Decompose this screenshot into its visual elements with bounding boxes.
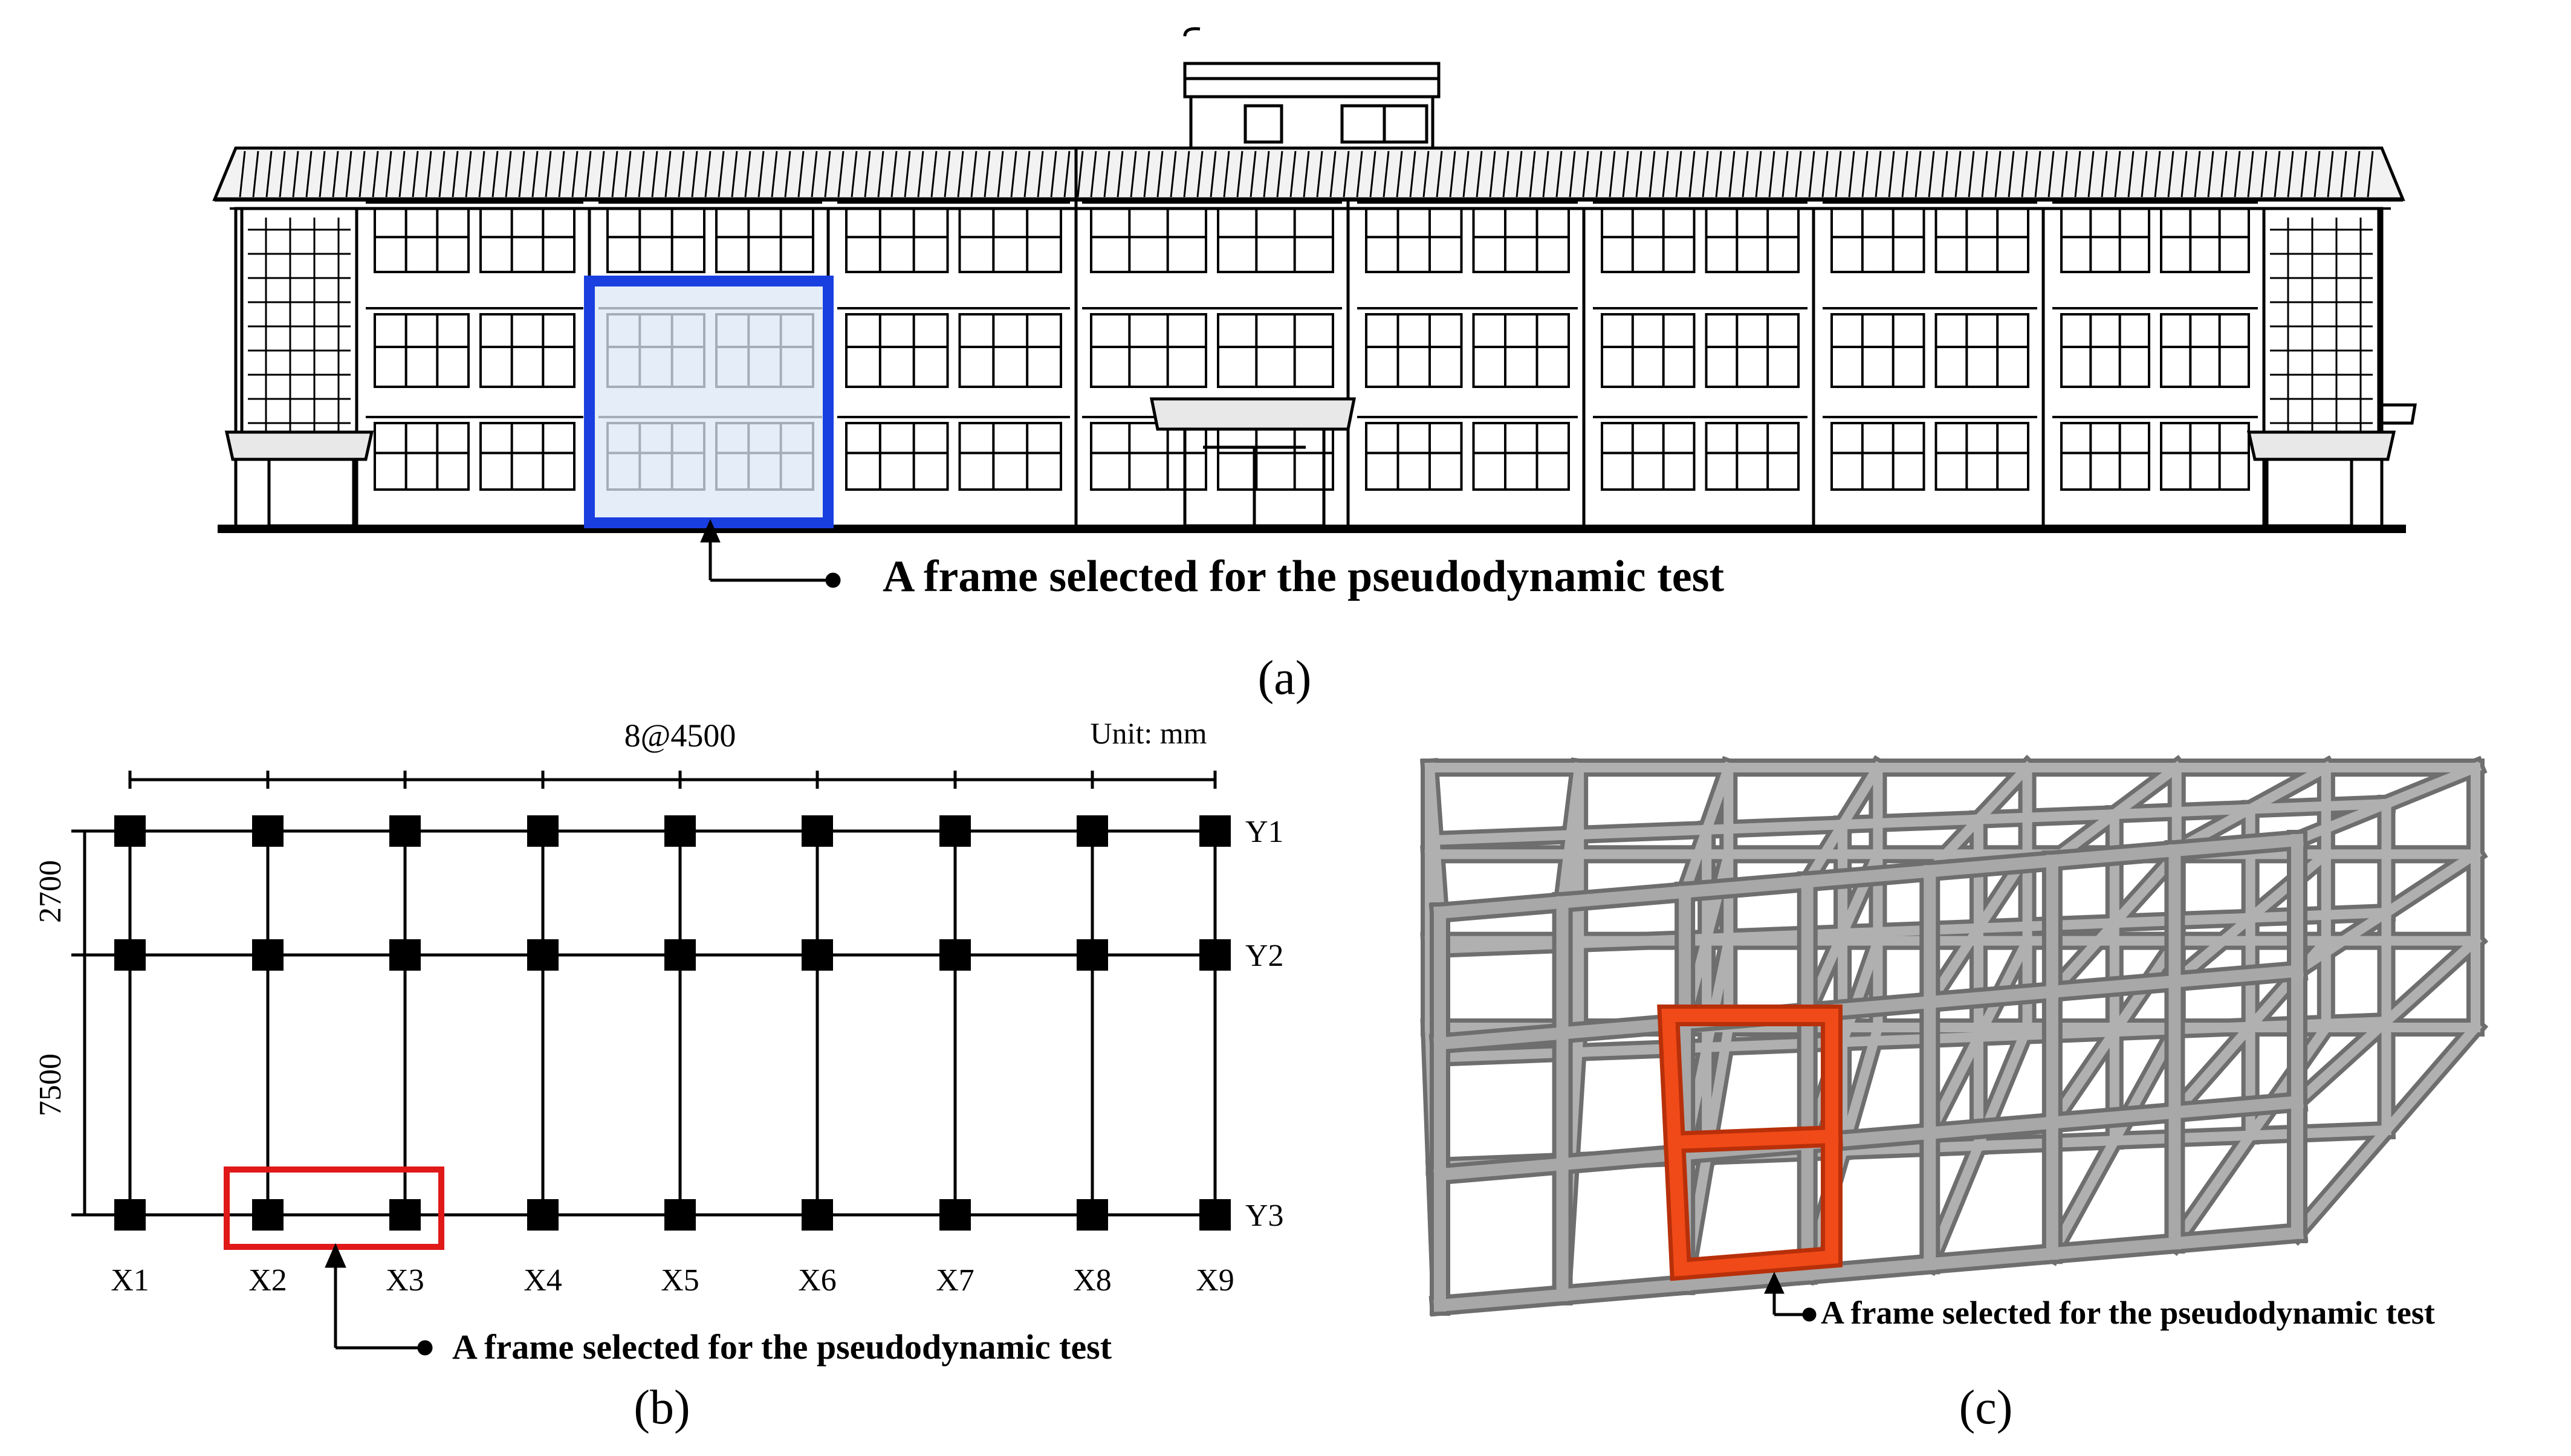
column-x5-y3 <box>664 1199 696 1231</box>
column-x9-y3 <box>1199 1199 1231 1231</box>
column-x7-y1 <box>939 815 971 847</box>
plan-columns <box>114 815 1231 1231</box>
selected-frame-highlight-3d <box>1657 1005 1843 1281</box>
callout-arrow-a <box>700 519 841 588</box>
column-x7-y2 <box>939 939 971 971</box>
axis-label-x7: X7 <box>936 1263 974 1298</box>
column-x8-y3 <box>1077 1199 1108 1231</box>
axis-label-x9: X9 <box>1196 1263 1234 1298</box>
column-x9-y2 <box>1199 939 1231 971</box>
axis-label-x3: X3 <box>386 1263 424 1298</box>
callout-text-a: A frame selected for the pseudodynamic t… <box>883 552 1724 601</box>
column-x1-y3 <box>114 1199 146 1231</box>
column-x5-y1 <box>664 815 696 847</box>
column-x8-y2 <box>1077 939 1108 971</box>
panel-label-b: (b) <box>634 1381 690 1434</box>
column-x3-y3 <box>389 1199 421 1231</box>
frame-3d-model: A frame selected for the pseudodynamic t… <box>1419 754 2489 1434</box>
column-x3-y1 <box>389 815 421 847</box>
column-x8-y1 <box>1077 815 1108 847</box>
column-x4-y3 <box>527 1199 559 1231</box>
left-dimension-line <box>71 829 121 1217</box>
column-x7-y3 <box>939 1199 971 1231</box>
column-x5-y2 <box>664 939 696 971</box>
column-x2-y1 <box>252 815 284 847</box>
column-x6-y2 <box>802 939 833 971</box>
plan-grid <box>128 829 1217 1217</box>
column-x2-y2 <box>252 939 284 971</box>
dimension-label-7500: 7500 <box>33 1053 68 1116</box>
column-x6-y1 <box>802 815 833 847</box>
column-x4-y1 <box>527 815 559 847</box>
axis-label-x5: X5 <box>661 1263 699 1298</box>
column-x1-y1 <box>114 815 146 847</box>
panel-label-c: (c) <box>1959 1381 2013 1434</box>
axis-label-x1: X1 <box>111 1263 149 1298</box>
callout-arrow-c <box>1764 1272 1817 1322</box>
callout-text-b: A frame selected for the pseudodynamic t… <box>452 1327 1112 1367</box>
axis-label-x6: X6 <box>798 1263 837 1298</box>
column-x2-y3 <box>252 1199 284 1231</box>
column-x3-y2 <box>389 939 421 971</box>
facade <box>224 148 2417 531</box>
floor-plan: 8@4500 Unit: mm 2700 7500 X1 X2 X3 X4 X5 X6 X7… <box>33 716 1284 1434</box>
column-x4-y2 <box>527 939 559 971</box>
main-roof <box>212 146 2405 210</box>
building-elevation: A frame selected for the pseudodynamic t… <box>212 27 2417 705</box>
axis-label-y1: Y1 <box>1245 815 1284 849</box>
panel-label-a: (a) <box>1258 652 1312 705</box>
axis-label-x2: X2 <box>248 1263 287 1298</box>
column-x1-y2 <box>114 939 146 971</box>
axis-label-x8: X8 <box>1073 1263 1112 1298</box>
axis-label-y3: Y3 <box>1245 1199 1284 1233</box>
column-x6-y3 <box>802 1199 833 1231</box>
callout-arrow-b <box>325 1243 433 1356</box>
dimension-label-2700: 2700 <box>33 860 68 923</box>
selected-frame-highlight <box>584 276 834 528</box>
ground-line <box>218 525 2406 533</box>
callout-text-c: A frame selected for the pseudodynamic t… <box>1821 1295 2435 1331</box>
axis-label-x4: X4 <box>524 1263 562 1298</box>
roof-penthouse <box>1183 27 1441 150</box>
column-x9-y1 <box>1199 815 1231 847</box>
unit-label: Unit: mm <box>1090 716 1207 750</box>
top-dimension-line <box>128 771 1217 789</box>
axis-label-y2: Y2 <box>1245 939 1284 973</box>
dimension-label-top: 8@4500 <box>624 717 736 754</box>
